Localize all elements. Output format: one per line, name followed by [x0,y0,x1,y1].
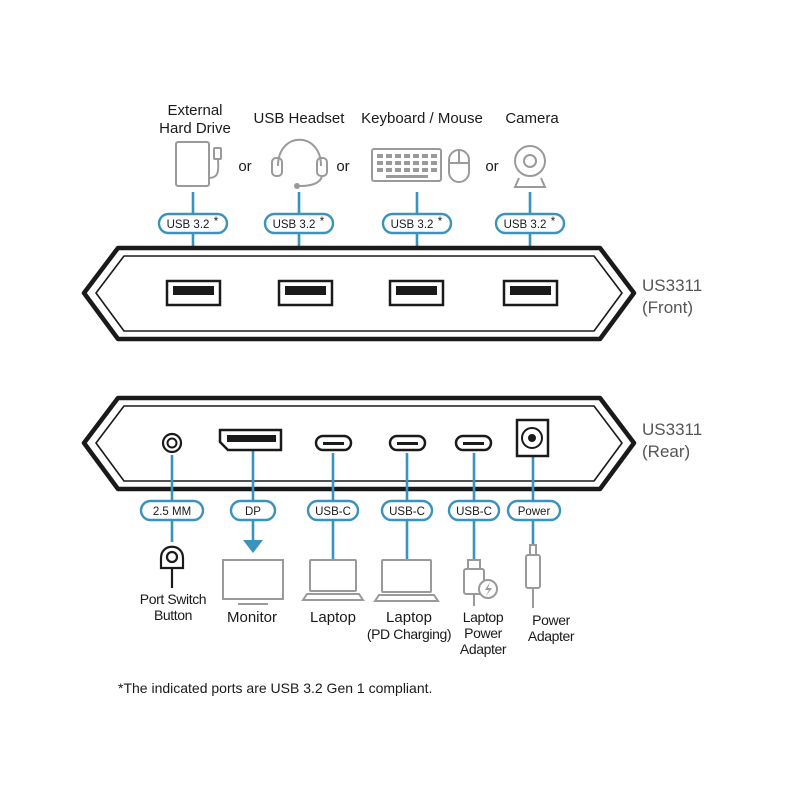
rear-port-tag-3-text: USB-C [315,506,351,518]
front-port-tag-2: USB 3.2 * [263,212,335,235]
rear-device-5-label-line-1: Laptop [463,609,504,625]
or-separator-3: or [485,158,498,175]
front-model-name: US3311 [642,276,702,295]
front-device-2-label: USB Headset [254,110,346,127]
usb-c-port-1 [314,434,353,452]
front-port-tag-4: USB 3.2 * [494,212,566,235]
rear-device-4-label-line-1: Laptop [386,609,432,626]
rear-panel [81,395,637,492]
audio-jack-port [161,432,183,454]
power-adapter-icon [525,544,541,608]
rear-port-tag-5: USB-C [447,499,501,522]
or-separator-1: or [238,158,251,175]
front-port-tag-3-text: USB 3.2 [391,219,434,231]
headset-icon [271,138,328,189]
front-device-1-label-line-1: External [167,102,222,119]
dp-arrow-icon [243,540,263,553]
laptop-power-adapter-icon [463,559,498,606]
rear-port-tag-2-text: DP [245,506,261,518]
keyboard-mouse-icon [371,148,470,183]
rear-device-2-label: Monitor [227,609,277,626]
rear-port-tag-6: Power [506,499,562,522]
front-device-1-label-line-2: Hard Drive [159,120,231,137]
front-port-tag-2-mark: * [320,216,325,228]
displayport-port [218,428,283,452]
front-device-4-label: Camera [505,110,559,127]
footnote: *The indicated ports are USB 3.2 Gen 1 c… [118,680,432,696]
laptop-icon [373,559,440,602]
front-port-tag-2-text: USB 3.2 [273,219,316,231]
rear-ports [161,418,550,458]
rear-device-5-label-line-2: Power [464,625,502,641]
or-separator-2: or [336,158,349,175]
front-port-tag-1: USB 3.2 * [157,212,229,235]
port-switch-button-icon [159,545,185,588]
external-hard-drive-icon [175,141,222,187]
rear-device-1-label-line-2: Button [154,607,192,623]
front-side-label: (Front) [642,298,693,317]
rear-port-tag-2: DP [229,499,277,522]
rear-device-5-label-line-3: Adapter [460,641,507,657]
rear-device-6-label-line-2: Adapter [528,628,575,644]
rear-port-tag-6-text: Power [518,506,551,518]
usb-c-port-3 [454,434,493,452]
front-usb-ports [165,279,559,307]
rear-device-6-label-line-1: Power [532,612,570,628]
dc-power-port [515,418,550,458]
laptop-icon [301,559,365,601]
rear-port-tag-1: 2.5 MM [139,499,205,522]
rear-port-tag-5-text: USB-C [456,506,492,518]
front-port-tag-1-text: USB 3.2 [167,219,210,231]
monitor-icon [222,559,284,605]
front-port-tag-3-mark: * [438,216,443,228]
rear-port-tag-3: USB-C [306,499,360,522]
rear-port-tag-1-text: 2.5 MM [153,506,191,518]
rear-side-label: (Rear) [642,442,690,461]
front-port-tag-3: USB 3.2 * [381,212,453,235]
front-port-tag-4-text: USB 3.2 [504,219,547,231]
rear-port-tag-4: USB-C [380,499,434,522]
rear-model-name: US3311 [642,420,702,439]
front-panel [81,245,637,342]
front-port-tag-4-mark: * [551,216,556,228]
rear-device-4-label-line-2: (PD Charging) [367,626,451,642]
rear-device-1-label-line-1: Port Switch [140,591,206,607]
usb-c-port-2 [388,434,427,452]
front-port-tag-1-mark: * [214,216,219,228]
rear-port-tag-4-text: USB-C [389,506,425,518]
rear-device-3-label: Laptop [310,609,356,626]
camera-icon [513,145,547,188]
front-device-3-label: Keyboard / Mouse [361,110,483,127]
